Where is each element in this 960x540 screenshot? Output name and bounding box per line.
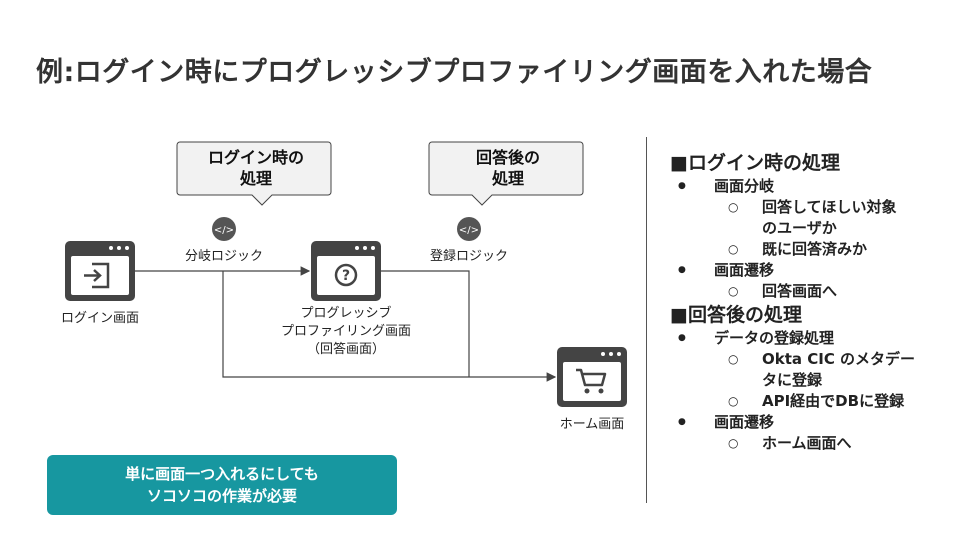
register-logic-label: 登録ロジック <box>429 249 508 264</box>
branch-logic-label: 分岐ロジック <box>184 249 263 264</box>
sub-bullet-to-home-screen: ホーム画面へ <box>670 433 950 454</box>
callout-answer-line1: 回答後の <box>475 148 540 167</box>
note-box: 単に画面一つ入れるにしても ソコソコの作業が必要 <box>47 455 397 515</box>
sub-bullet-api-db: API経由でDBに登録 <box>670 391 950 412</box>
callout-answer-bubble <box>428 141 584 206</box>
login-screen-label: ログイン画面 <box>60 311 139 326</box>
svg-text:</>: </> <box>214 225 234 236</box>
bullet-screen-branch: 画面分岐 <box>670 176 950 197</box>
sub-bullet-target-user-line1: 回答してほしい対象 <box>762 198 897 216</box>
connector-question-to-home <box>381 270 470 377</box>
home-screen-label: ホーム画面 <box>559 417 625 432</box>
arrow-login-to-home <box>222 271 557 382</box>
code-icon: </> <box>457 217 481 241</box>
callout-login: ログイン時の 処理 <box>181 147 331 189</box>
bullet-data-registration: データの登録処理 <box>670 328 950 349</box>
note-line2: ソコソコの作業が必要 <box>146 487 297 505</box>
svg-text:</>: </> <box>459 225 479 236</box>
callout-login-line2: 処理 <box>239 169 272 188</box>
sub-bullet-already-answered: 既に回答済みか <box>670 239 950 260</box>
sub-bullet-target-user-line2: のユーザか <box>762 219 837 237</box>
section-heading-login: ■ログイン時の処理 <box>670 152 840 174</box>
vertical-divider <box>646 137 647 503</box>
sub-bullet-to-answer-screen: 回答画面へ <box>670 281 950 302</box>
sub-bullet-okta-metadata: Okta CIC のメタデー タに登録 <box>670 349 950 391</box>
progressive-line2: プロファイリング画面 <box>280 324 411 339</box>
progressive-line1: プログレッシブ <box>300 306 392 321</box>
svg-text:?: ? <box>342 268 350 284</box>
callout-login-bubble <box>176 141 332 206</box>
callout-answer-line2: 処理 <box>491 169 524 188</box>
code-icon: </> <box>212 217 236 241</box>
progressive-line3: （回答画面） <box>306 342 385 357</box>
question-screen-icon: ? <box>311 241 381 301</box>
login-screen-icon <box>65 241 135 301</box>
progressive-screen-label: プログレッシブ プロファイリング画面 （回答画面） <box>266 305 426 359</box>
callout-answer: 回答後の 処理 <box>433 147 583 189</box>
sub-bullet-okta-metadata-line2: タに登録 <box>762 371 823 389</box>
sub-bullet-target-user: 回答してほしい対象 のユーザか <box>670 197 950 239</box>
bullet-screen-transition-2: 画面遷移 <box>670 412 950 433</box>
page-title: 例:ログイン時にプログレッシブプロファイリング画面を入れた場合 <box>36 57 873 88</box>
callout-login-line1: ログイン時の <box>207 148 304 167</box>
cart-screen-icon <box>557 347 627 407</box>
process-outline: ■ログイン時の処理 画面分岐 回答してほしい対象 のユーザか 既に回答済みか 画… <box>670 150 950 454</box>
note-line1: 単に画面一つ入れるにしても <box>125 465 319 483</box>
section-heading-after-answer: ■回答後の処理 <box>670 304 802 326</box>
sub-bullet-okta-metadata-line1: Okta CIC のメタデー <box>762 350 916 368</box>
bullet-screen-transition: 画面遷移 <box>670 260 950 281</box>
